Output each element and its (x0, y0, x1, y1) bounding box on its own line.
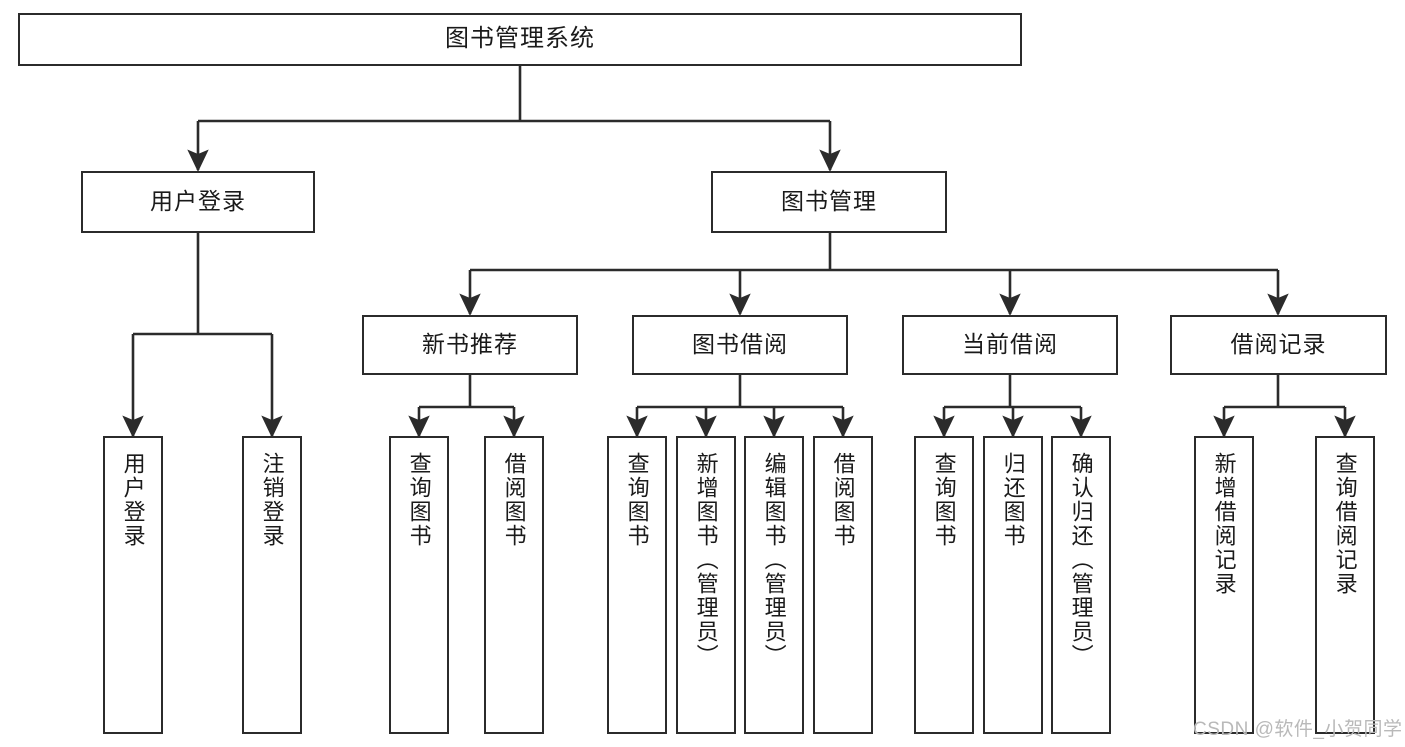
leaf-record-add-label: 新增借阅记录 (1211, 452, 1237, 596)
leaf-borrow-borrow-book-label: 借阅图书 (830, 452, 856, 548)
leaf-current-query-book-label: 查询图书 (931, 452, 957, 548)
leaf-record-add[interactable]: 新增借阅记录 (1194, 436, 1254, 734)
leaf-user-login-label: 用户登录 (120, 452, 146, 548)
leaf-record-query[interactable]: 查询借阅记录 (1315, 436, 1375, 734)
leaf-current-confirm-return-label: 确认归还（管理员） (1068, 452, 1094, 668)
csdn-watermark: CSDN @软件_小贺同学 (1193, 719, 1403, 740)
leaf-newbook-borrow-book-label: 借阅图书 (501, 452, 527, 548)
leaf-logout-label: 注销登录 (259, 452, 285, 548)
node-book-management[interactable]: 图书管理 (711, 171, 947, 233)
leaf-borrow-query-book-label: 查询图书 (624, 452, 650, 548)
node-root-label: 图书管理系统 (445, 25, 595, 53)
leaf-borrow-edit-book[interactable]: 编辑图书（管理员） (744, 436, 804, 734)
node-book-management-label: 图书管理 (781, 188, 877, 215)
leaf-current-return-book-label: 归还图书 (1000, 452, 1026, 548)
leaf-borrow-query-book[interactable]: 查询图书 (607, 436, 667, 734)
node-current-borrow[interactable]: 当前借阅 (902, 315, 1118, 375)
leaf-borrow-edit-book-label: 编辑图书（管理员） (761, 452, 787, 668)
node-current-borrow-label: 当前借阅 (962, 331, 1058, 358)
leaf-newbook-query-book[interactable]: 查询图书 (389, 436, 449, 734)
node-borrow-record[interactable]: 借阅记录 (1170, 315, 1387, 375)
leaf-user-login[interactable]: 用户登录 (103, 436, 163, 734)
node-book-borrow[interactable]: 图书借阅 (632, 315, 848, 375)
node-root[interactable]: 图书管理系统 (18, 13, 1022, 66)
leaf-borrow-add-book-label: 新增图书（管理员） (693, 452, 719, 668)
node-borrow-record-label: 借阅记录 (1230, 331, 1327, 358)
leaf-record-query-label: 查询借阅记录 (1332, 452, 1358, 596)
leaf-newbook-query-book-label: 查询图书 (406, 452, 432, 548)
leaf-current-confirm-return[interactable]: 确认归还（管理员） (1051, 436, 1111, 734)
node-book-borrow-label: 图书借阅 (692, 331, 788, 358)
node-user-login-label: 用户登录 (150, 188, 246, 215)
leaf-borrow-borrow-book[interactable]: 借阅图书 (813, 436, 873, 734)
leaf-current-return-book[interactable]: 归还图书 (983, 436, 1043, 734)
leaf-borrow-add-book[interactable]: 新增图书（管理员） (676, 436, 736, 734)
node-new-book-recommend[interactable]: 新书推荐 (362, 315, 578, 375)
leaf-logout[interactable]: 注销登录 (242, 436, 302, 734)
node-user-login[interactable]: 用户登录 (81, 171, 315, 233)
node-new-book-recommend-label: 新书推荐 (422, 331, 518, 358)
leaf-current-query-book[interactable]: 查询图书 (914, 436, 974, 734)
leaf-newbook-borrow-book[interactable]: 借阅图书 (484, 436, 544, 734)
